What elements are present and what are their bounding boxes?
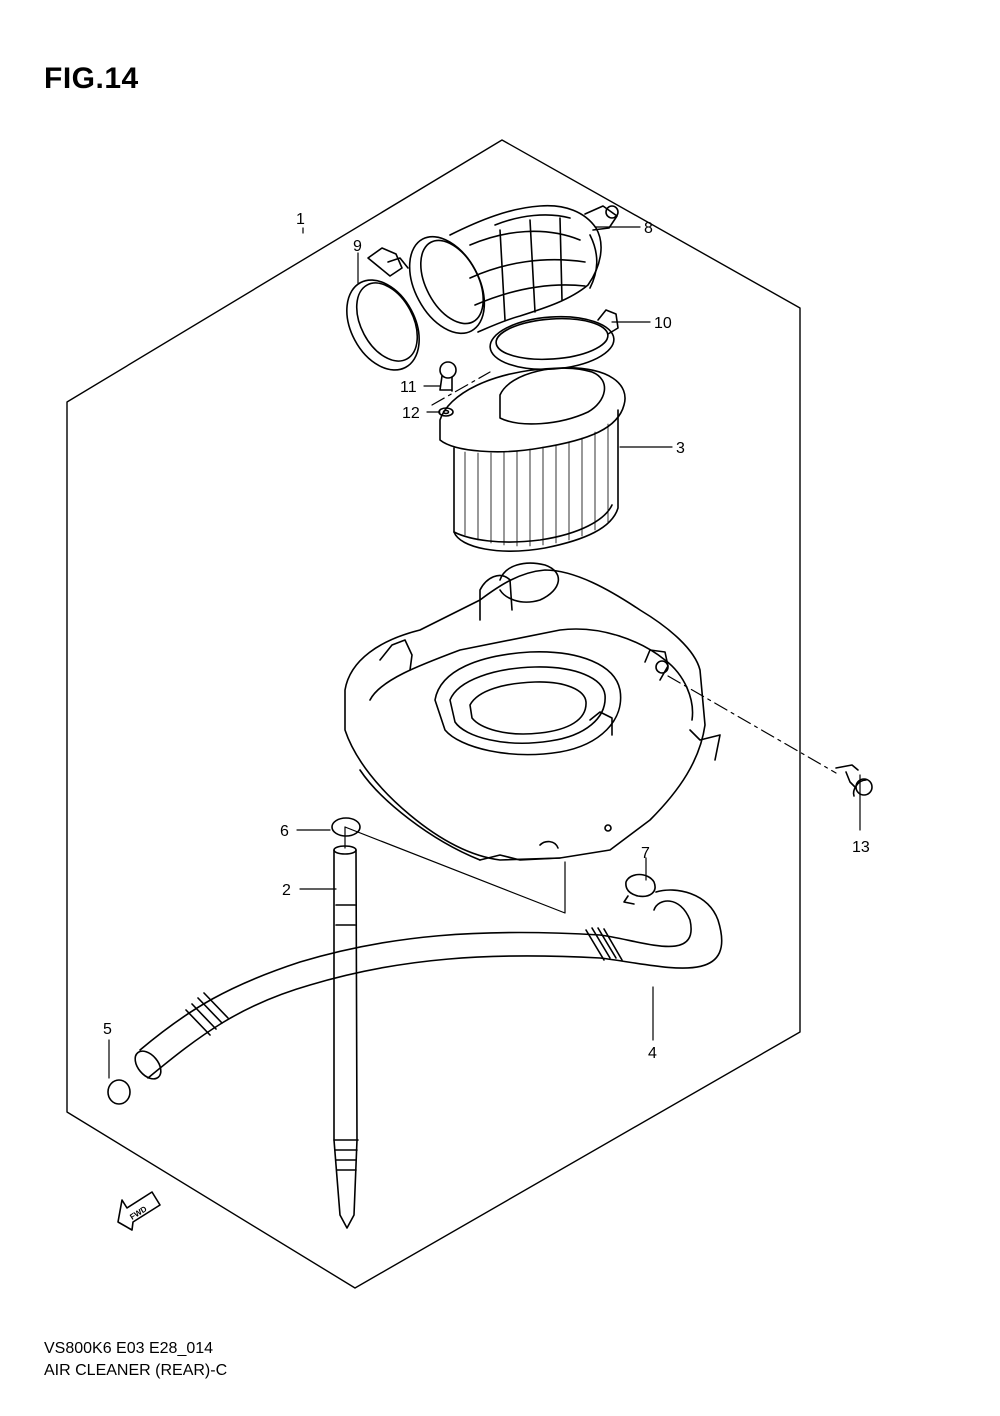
fwd-arrow-icon bbox=[117, 1191, 161, 1231]
callout-12: 12 bbox=[402, 405, 420, 422]
clip-part-6 bbox=[331, 817, 361, 837]
diagram-code: VS800K6 E03 E28_014 bbox=[44, 1340, 214, 1357]
filter-element-part-3 bbox=[439, 367, 626, 552]
callout-8: 8 bbox=[644, 220, 653, 237]
clamp-band-part-9 bbox=[346, 247, 420, 371]
diagram-footer: VS800K6 E03 E28_014 AIR CLEANER (REAR)-C bbox=[44, 1338, 227, 1382]
clip-part-5 bbox=[107, 1079, 131, 1105]
bolt-part-13 bbox=[835, 764, 873, 797]
callout-4: 4 bbox=[648, 1045, 657, 1062]
diagram-caption: AIR CLEANER (REAR)-C bbox=[44, 1362, 228, 1379]
callout-11: 11 bbox=[400, 379, 417, 396]
screw-part-11 bbox=[439, 361, 457, 392]
reference-line-bolt bbox=[667, 675, 837, 774]
callout-2: 2 bbox=[282, 882, 291, 899]
breather-hose-part-4 bbox=[134, 889, 723, 1080]
callout-3: 3 bbox=[676, 440, 685, 457]
figure-title: FIG.14 bbox=[44, 62, 139, 95]
reference-line-filter bbox=[431, 371, 491, 406]
reference-line-drain bbox=[344, 826, 566, 914]
air-cleaner-case bbox=[344, 562, 721, 861]
callout-7: 7 bbox=[641, 845, 650, 862]
callout-6: 6 bbox=[280, 823, 289, 840]
callout-1: 1 bbox=[296, 211, 305, 228]
assembly-boundary bbox=[66, 139, 801, 1289]
hose-clamp-part-7 bbox=[623, 873, 656, 905]
drain-tube-part-2 bbox=[333, 845, 359, 1229]
callout-5: 5 bbox=[103, 1021, 112, 1038]
intake-duct-part-8 bbox=[408, 204, 619, 335]
callout-13: 13 bbox=[852, 839, 870, 856]
callout-10: 10 bbox=[654, 315, 672, 332]
callout-9: 9 bbox=[353, 238, 362, 255]
